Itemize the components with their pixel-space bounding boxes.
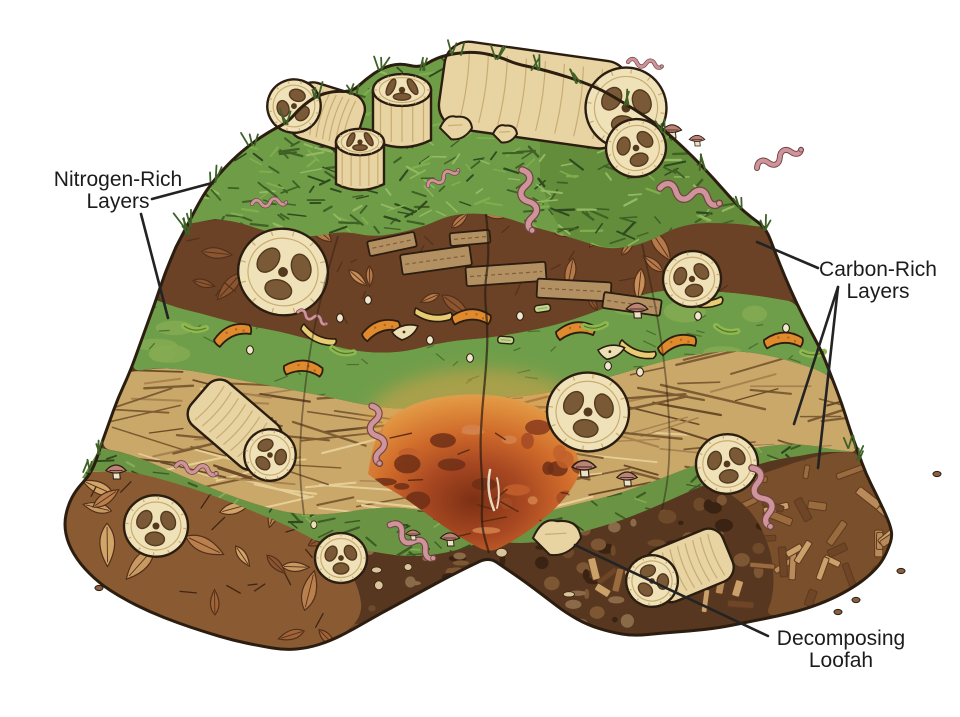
cardboard-piece	[366, 231, 418, 257]
eggshell-bit	[782, 323, 790, 333]
worm	[296, 308, 329, 327]
nitrogen-leader-line	[150, 181, 214, 201]
mushroom	[405, 529, 421, 541]
eggshell-bit	[466, 353, 474, 363]
pepper-strip	[329, 345, 357, 357]
loofah-cross-section	[313, 531, 369, 585]
banana-peel	[413, 306, 454, 323]
mushroom	[688, 134, 706, 147]
mushroom	[570, 459, 598, 478]
apple-slice	[390, 324, 420, 341]
mushroom	[615, 471, 639, 487]
mushroom	[625, 302, 649, 319]
cardboard-piece	[448, 229, 492, 247]
mushrooms	[104, 124, 706, 547]
eggshell-bit	[426, 335, 434, 345]
loofah-upright	[334, 127, 386, 192]
loofah-sponge	[186, 378, 297, 482]
apple-slice	[596, 344, 626, 361]
celery-stick	[497, 335, 515, 345]
worm	[173, 460, 219, 478]
loofah-cross-section	[604, 117, 668, 179]
crease-left	[299, 235, 339, 516]
loofah-chunk	[531, 519, 583, 557]
cut-ridge-line	[479, 213, 491, 554]
nitrogen-rich-layers-label: Nitrogen-Rich Layers	[28, 168, 208, 214]
loofah-cross-section	[661, 249, 723, 309]
worm	[625, 56, 664, 70]
crease-right	[641, 243, 671, 511]
nitrogen-leader-line	[139, 212, 170, 320]
loofah-chunk	[438, 115, 474, 141]
worm	[754, 146, 805, 171]
earthworms	[173, 56, 805, 562]
worm	[425, 168, 461, 189]
loofah-cross-section	[122, 494, 190, 558]
orange-peel	[282, 359, 324, 378]
eggshell-bit	[336, 313, 344, 323]
eggshell-bit	[694, 311, 702, 321]
cardboard-piece	[535, 277, 613, 303]
outline-and-detail-lines	[63, 39, 942, 651]
label-leader-lines	[139, 181, 840, 638]
loofah-sponge	[625, 527, 735, 608]
cardboard-piece	[399, 244, 473, 276]
mushroom	[104, 464, 128, 480]
loofah-cross-section	[694, 433, 760, 495]
decomposing-loofah-label: Decomposing Loofah	[752, 627, 930, 673]
orange-peel	[213, 323, 253, 348]
carbon-leader-line	[816, 285, 840, 470]
loofah-cross-section	[545, 371, 631, 453]
loofah-label-line1: Decomposing	[776, 627, 906, 650]
eggshell-bit	[246, 345, 254, 355]
carbon-label-line1: Carbon-Rich	[819, 258, 937, 281]
decomposing_loofah-leader-line	[573, 543, 770, 638]
eggshell-bit	[636, 367, 644, 377]
pepper-strip	[581, 321, 610, 332]
orange-peel	[451, 308, 492, 326]
pepper-strip	[181, 323, 209, 334]
mushroom	[439, 532, 461, 547]
pepper-strip	[713, 323, 741, 335]
orange-peel	[763, 331, 804, 350]
worm	[748, 464, 776, 531]
sprout-root	[487, 468, 496, 512]
banana-peel	[618, 338, 657, 360]
nitrogen-label-line2: Layers	[86, 190, 150, 214]
eggshell-bit	[516, 311, 524, 321]
carbon-label-line2: Layers	[846, 280, 910, 304]
orange-peel	[657, 333, 698, 357]
loofah-label-line2: Loofah	[808, 649, 874, 673]
loofah-cross-section	[236, 227, 330, 317]
crumb	[896, 567, 906, 575]
crumb	[851, 596, 861, 604]
carbon-rich-layers-label: Carbon-Rich Layers	[792, 258, 960, 304]
crumb	[94, 584, 104, 592]
crumb	[932, 470, 942, 478]
worm	[517, 166, 541, 235]
loofah-sponges	[122, 40, 760, 608]
worm	[366, 402, 388, 467]
carbon-leader-line	[755, 240, 820, 270]
crumb	[833, 608, 843, 616]
eggshell-bit	[604, 361, 612, 371]
carbon-leader-line	[792, 285, 840, 426]
worm	[386, 520, 437, 562]
nitrogen-label-line1: Nitrogen-Rich	[53, 168, 183, 191]
worm	[656, 179, 724, 209]
eggshell-bit	[364, 295, 372, 305]
loofah-chunk	[491, 124, 519, 144]
worm	[249, 196, 289, 209]
celery-stick	[533, 303, 552, 314]
loofah-upright	[371, 72, 433, 149]
